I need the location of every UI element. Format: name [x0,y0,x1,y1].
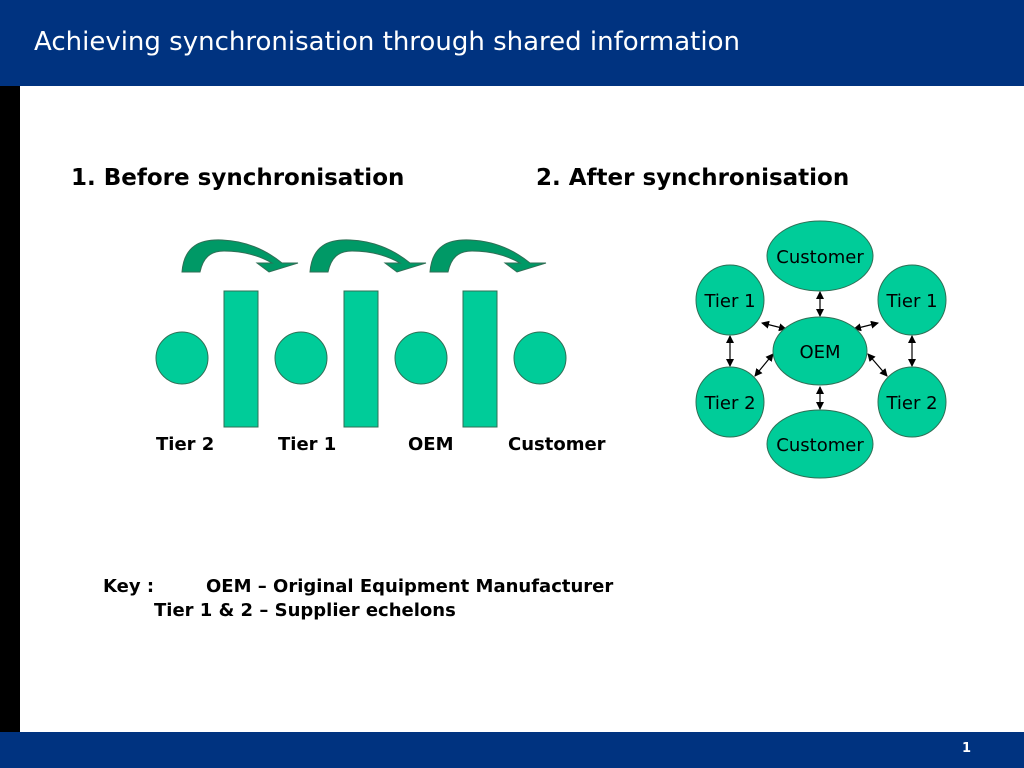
title-bar: Achieving synchronisation through shared… [0,0,1024,86]
node-tier2-before [155,331,209,385]
footer-bar: 1 [0,732,1024,768]
node-customer-top-label: Customer [776,247,864,268]
slide-title: Achieving synchronisation through shared… [34,27,740,57]
label-customer: Customer [508,434,606,455]
connector-tier1-right-oem [853,320,879,332]
page-number: 1 [961,741,971,756]
connector-tier2-right-oem [867,353,888,377]
flow-arrow-tier2-to-tier1 [181,239,299,273]
label-tier2: Tier 2 [156,434,215,455]
node-oem: OEM [772,316,868,386]
label-tier1: Tier 1 [278,434,337,455]
left-sidebar-bar [0,86,20,732]
node-tier2-right-label: Tier 2 [885,393,937,414]
key-line-tiers: Tier 1 & 2 – Supplier echelons [154,600,456,621]
buffer-bar-2 [343,290,379,428]
label-oem: OEM [408,434,454,455]
node-tier1-left: Tier 1 [695,264,765,336]
node-tier1-before [274,331,328,385]
node-tier2-left-label: Tier 2 [703,393,755,414]
node-tier1-right: Tier 1 [877,264,947,336]
node-customer-bottom-label: Customer [776,435,864,456]
node-tier2-right: Tier 2 [877,366,947,438]
node-customer-bottom: Customer [766,409,874,479]
flow-arrow-tier1-to-oem [309,239,427,273]
key-line-oem: OEM – Original Equipment Manufacturer [206,576,614,597]
key-label: Key : [103,576,155,597]
flow-arrow-oem-to-customer [429,239,547,273]
buffer-bar-1 [223,290,259,428]
node-oem-label: OEM [799,342,840,363]
node-oem-before [394,331,448,385]
node-customer-before [513,331,567,385]
connector-tier1-left-oem [761,320,787,332]
before-heading: 1. Before synchronisation [71,165,405,191]
node-tier2-left: Tier 2 [695,366,765,438]
node-tier1-right-label: Tier 1 [885,291,937,312]
buffer-bar-3 [462,290,498,428]
after-heading: 2. After synchronisation [536,165,850,191]
node-tier1-left-label: Tier 1 [703,291,755,312]
node-customer-top: Customer [766,220,874,292]
connector-tier2-left-oem [754,353,774,377]
